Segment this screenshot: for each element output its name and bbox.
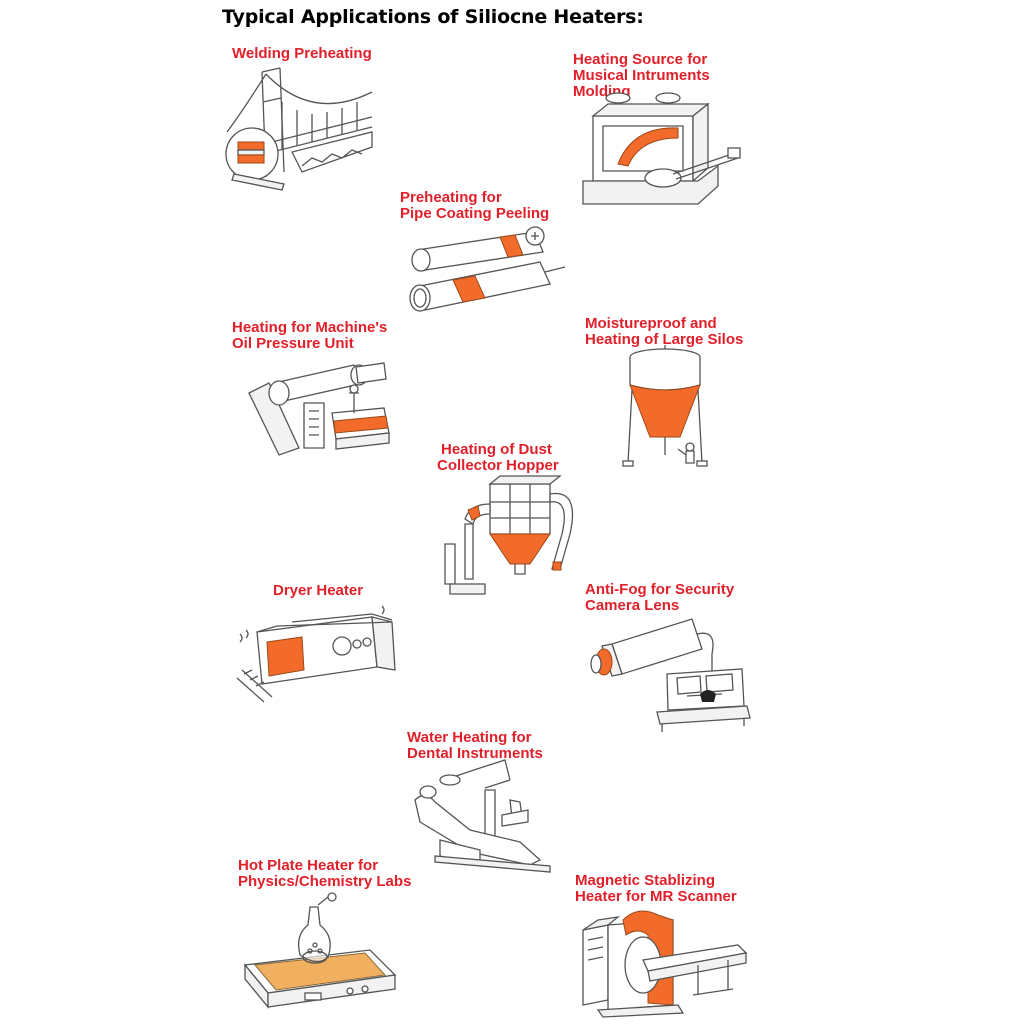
label-line: Moistureproof and <box>585 315 717 332</box>
label-line: Physics/Chemistry Labs <box>238 873 412 890</box>
label-line: Anti-Fog for Security <box>585 581 735 598</box>
oil-pressure-unit-icon <box>248 362 390 456</box>
label-welding: Welding Preheating <box>232 46 372 62</box>
label-line: Pipe Coating Peeling <box>400 205 550 222</box>
label-dental: Water Heating for Dental Instruments <box>407 730 543 762</box>
pipeline-icon <box>409 226 566 312</box>
label-line: Oil Pressure Unit <box>232 335 354 352</box>
dust-collector-icon <box>444 475 574 595</box>
page-title: Typical Applications of Siliocne Heaters… <box>222 6 644 28</box>
label-pipe: Preheating for Pipe Coating Peeling <box>400 190 549 222</box>
label-line: Camera Lens <box>585 597 680 614</box>
security-camera-icon <box>590 618 751 732</box>
dental-chair-icon <box>414 759 551 873</box>
label-hotplate: Hot Plate Heater for Physics/Chemistry L… <box>238 858 411 890</box>
label-line: Hot Plate Heater for <box>238 857 379 874</box>
label-mri: Magnetic Stablizing Heater for MR Scanne… <box>575 873 737 905</box>
label-camera: Anti-Fog for Security Camera Lens <box>585 582 734 614</box>
lab-hot-plate-icon <box>243 892 397 1009</box>
label-musical: Heating Source for Musical Intruments Mo… <box>573 52 710 100</box>
label-dryer: Dryer Heater <box>273 583 363 599</box>
suspension-bridge-icon <box>225 67 373 191</box>
label-line: Heating for Machine's <box>232 319 388 336</box>
label-dust: Heating of Dust Collector Hopper <box>437 442 559 474</box>
label-line: Heater for MR Scanner <box>575 888 737 905</box>
label-line: Magnetic Stablizing <box>575 872 716 889</box>
label-line: Musical Intruments <box>573 67 710 84</box>
silo-icon <box>622 345 708 467</box>
dryer-tunnel-icon <box>236 605 396 703</box>
label-line: Heating of Dust <box>441 441 552 458</box>
label-line: Collector Hopper <box>437 457 559 474</box>
label-line: Welding Preheating <box>232 45 372 62</box>
label-line: Water Heating for <box>407 729 532 746</box>
label-line: Heating Source for <box>573 51 708 68</box>
label-oil: Heating for Machine's Oil Pressure Unit <box>232 320 387 352</box>
label-line: Preheating for <box>400 189 502 206</box>
mr-scanner-icon <box>582 910 748 1018</box>
guitar-mold-press-icon <box>582 92 741 205</box>
label-line: Heating of Large Silos <box>585 331 744 348</box>
label-silo: Moistureproof and Heating of Large Silos <box>585 316 743 348</box>
label-line: Dental Instruments <box>407 745 543 762</box>
label-line: Dryer Heater <box>273 582 364 599</box>
